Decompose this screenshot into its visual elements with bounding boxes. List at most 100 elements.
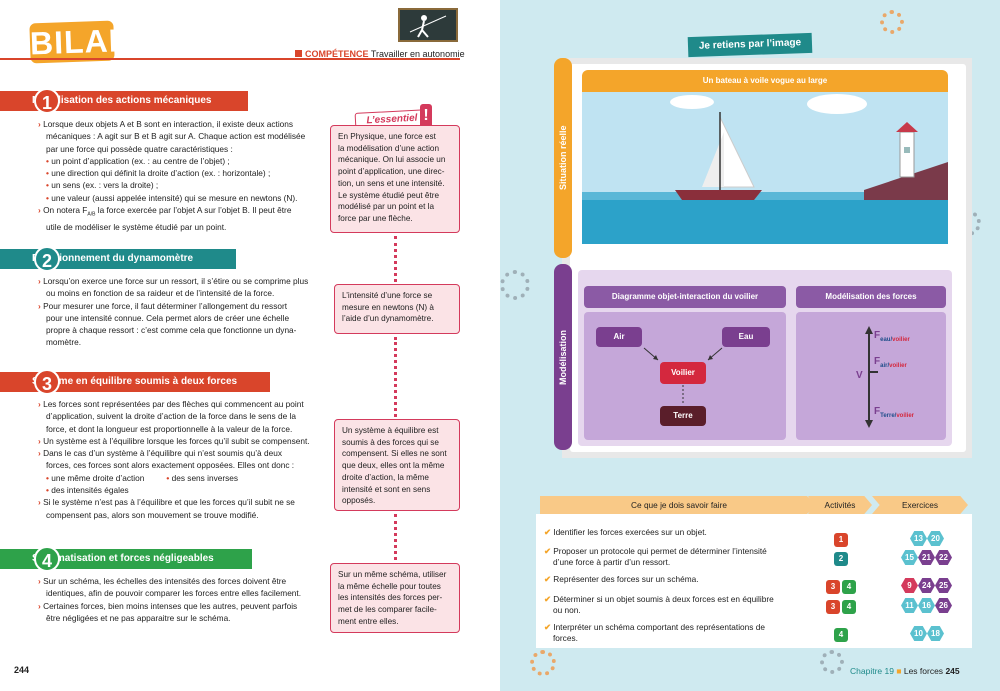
- dotted-connector: [394, 337, 397, 417]
- dotted-connector: [394, 236, 397, 282]
- situation-side-label: Situation réelle: [554, 58, 572, 258]
- table-header-exercises: Exercices: [872, 496, 968, 514]
- exercise-badge[interactable]: 18: [927, 626, 944, 641]
- check-icon: ✔: [544, 546, 551, 556]
- activity-badges: 2: [834, 548, 850, 566]
- node-air: Air: [596, 327, 642, 347]
- skill-text: ✔ Proposer un protocole qui permet de dé…: [544, 546, 767, 567]
- table-row: ✔ Interpréter un schéma comportant des r…: [544, 622, 968, 646]
- activity-badge[interactable]: 4: [842, 600, 856, 614]
- activity-badge[interactable]: 4: [842, 580, 856, 594]
- exercise-badge[interactable]: 21: [918, 550, 935, 565]
- exercise-badge[interactable]: 24: [918, 578, 935, 593]
- skill-text: ✔ Identifier les forces exercées sur un …: [544, 527, 707, 537]
- section-title: Système en équilibre soumis à deux force…: [32, 376, 238, 387]
- activity-badge[interactable]: 1: [834, 533, 848, 547]
- section-title: Schématisation et forces négligeables: [32, 553, 214, 564]
- diagram-title: Diagramme objet-interaction du voilier: [584, 286, 786, 308]
- competence-line: COMPÉTENCE Travailler en autonomie: [295, 49, 465, 59]
- exercise-badge[interactable]: 20: [927, 531, 944, 546]
- check-icon: ✔: [544, 527, 551, 537]
- chalkboard-illustration: [398, 8, 458, 42]
- header-banner: Je retiens par l’image: [687, 32, 813, 58]
- dotted-connector: [394, 514, 397, 560]
- modelisation-side-label: Modélisation: [554, 264, 572, 450]
- section-1-text: › Lorsque deux objets A et B sont en int…: [38, 119, 306, 233]
- activity-badge[interactable]: 3: [826, 600, 840, 614]
- activity-badge[interactable]: 2: [834, 552, 848, 566]
- competence-label: COMPÉTENCE: [305, 49, 369, 59]
- skill-text: ✔ Interpréter un schéma comportant des r…: [544, 622, 765, 643]
- skills-table-body: [536, 514, 972, 648]
- section-1-number: 1: [34, 88, 60, 114]
- situation-caption: Un bateau à voile vogue au large: [582, 70, 948, 92]
- node-terre: Terre: [660, 406, 706, 426]
- section-2-number: 2: [34, 246, 60, 272]
- page-number: 244: [14, 665, 30, 675]
- section-title: Fonctionnement du dynamomètre: [32, 253, 194, 264]
- section-1-header: Modélisation des actions mécaniques: [0, 91, 248, 111]
- exercise-badge[interactable]: 11: [901, 598, 918, 613]
- exercise-badge[interactable]: 22: [935, 550, 952, 565]
- gear-icon: [820, 650, 844, 674]
- sailboat-scene: [582, 92, 948, 244]
- point-v-label: V: [856, 370, 863, 381]
- table-row: ✔ Proposer un protocole qui permet de dé…: [544, 546, 968, 570]
- sailboat-illustration: [582, 92, 948, 244]
- exercise-badge[interactable]: 15: [901, 550, 918, 565]
- table-row: ✔ Représenter des forces sur un schéma. 3…: [544, 574, 968, 598]
- check-icon: ✔: [544, 622, 551, 632]
- check-icon: ✔: [544, 574, 551, 584]
- section-3-text: › Les forces sont représentées par des f…: [38, 399, 310, 520]
- activity-badge[interactable]: 3: [826, 580, 840, 594]
- section-2-text: › Lorsqu’on exerce une force sur un ress…: [38, 276, 309, 348]
- left-page: BILAN COMPÉTENCE Travailler en autonomie…: [0, 8, 465, 675]
- chapter-label: Chapitre 19: [850, 666, 894, 676]
- section-3-header: Système en équilibre soumis à deux force…: [0, 372, 270, 392]
- exercise-badge[interactable]: 9: [901, 578, 918, 593]
- interaction-arrows: [643, 347, 723, 404]
- exercise-badge[interactable]: 13: [910, 531, 927, 546]
- node-eau: Eau: [722, 327, 770, 347]
- exercise-badge[interactable]: 16: [918, 598, 935, 613]
- activity-badges: 1: [834, 529, 850, 547]
- table-header-skills: Ce que je dois savoir faire: [540, 496, 818, 514]
- chapter-title: Les forces: [903, 666, 944, 676]
- check-icon: ✔: [544, 594, 551, 604]
- exclamation-icon: !: [420, 104, 432, 128]
- forces-title: Modélisation des forces: [796, 286, 946, 308]
- section-4-text: › Sur un schéma, les échelles des intens…: [38, 576, 302, 623]
- exercise-badge[interactable]: 10: [910, 626, 927, 641]
- activity-badge[interactable]: 4: [834, 628, 848, 642]
- force-arrows: [865, 326, 878, 428]
- page-number: 245: [945, 666, 960, 676]
- exercise-badge[interactable]: 25: [935, 578, 952, 593]
- gear-icon: [500, 270, 530, 300]
- divider: [0, 58, 460, 60]
- competence-text: Travailler en autonomie: [370, 49, 465, 59]
- section-4-header: Schématisation et forces négligeables: [0, 549, 252, 569]
- section-4-number: 4: [34, 546, 60, 572]
- footer: Chapitre 19 ■ Les forces 245: [850, 666, 960, 676]
- skill-text: ✔ Déterminer si un objet soumis à deux f…: [544, 594, 774, 615]
- square-icon: [295, 50, 302, 57]
- activity-badges: 4: [834, 624, 850, 642]
- force-eau-label: Feau/voilier: [874, 330, 910, 343]
- skill-text: ✔ Représenter des forces sur un schéma.: [544, 574, 699, 584]
- table-row: ✔ Identifier les forces exercées sur un …: [544, 527, 968, 551]
- table-header-activities: Activités: [808, 496, 872, 514]
- exercise-badge[interactable]: 26: [935, 598, 952, 613]
- javelin-thrower-icon: [409, 15, 447, 38]
- gear-icon: [880, 10, 904, 34]
